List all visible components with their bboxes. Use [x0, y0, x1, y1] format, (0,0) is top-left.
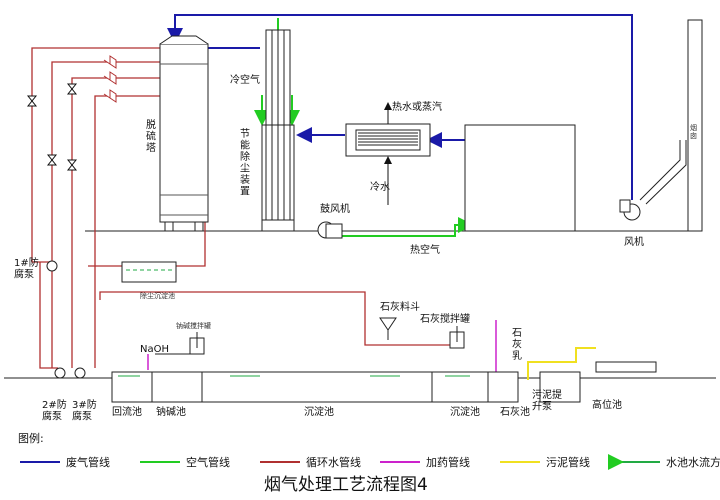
lime-hopper-label: 石灰料斗 [380, 300, 420, 313]
pump-2-label: 2#防腐泵 [42, 398, 67, 423]
flue-gas-lines [167, 14, 633, 200]
energy-unit-label: 节能除尘装置 [240, 128, 250, 198]
legend-label-dosing: 加药管线 [426, 455, 470, 469]
soda-tank [155, 332, 205, 355]
high-pool-label: 高位池 [592, 398, 622, 411]
blower-label: 鼓风机 [320, 202, 350, 215]
tower-label: 脱硫塔 [146, 118, 156, 154]
lime-pool-label: 石灰池 [500, 405, 530, 418]
pump-1-label: 1#防腐泵 [14, 256, 39, 281]
chimney [687, 19, 703, 232]
lime-mixer [449, 326, 465, 349]
fan-label: 风机 [624, 235, 644, 248]
fan [619, 140, 687, 221]
sludge-line [527, 347, 596, 380]
cold-air-label: 冷空气 [230, 73, 260, 86]
circulation-valves [103, 55, 117, 103]
dosing-line [147, 320, 497, 380]
lime-mixer-label: 石灰搅拌罐 [420, 312, 470, 325]
desulfurization-tower [159, 35, 209, 232]
sediment-pool-label: 沉淀池 [304, 405, 334, 418]
naoh-label: NaOH [140, 344, 169, 355]
cold-water-label: 冷水 [370, 180, 390, 193]
tray [121, 261, 177, 283]
legend-label-sludge: 污泥管线 [546, 455, 590, 469]
chimney-label: 烟囱 [690, 123, 697, 140]
diagram-title: 烟气处理工艺流程图4 [264, 475, 428, 495]
legend-label-flue_gas: 废气管线 [66, 455, 110, 469]
pump-3-label: 3#防腐泵 [72, 398, 97, 423]
pump-3 [74, 367, 86, 379]
lime-hopper [379, 317, 397, 340]
blower [317, 221, 343, 239]
return-pool-label: 回流池 [112, 405, 142, 418]
energy-saving-unit [261, 29, 295, 232]
pump-2 [54, 367, 66, 379]
sludge-pump-label: 污泥提升泵 [532, 388, 562, 413]
soda-pool-label: 钠碱池 [156, 405, 186, 418]
legend-label-air: 空气管线 [186, 455, 230, 469]
tray-label: 除尘沉淀池 [140, 291, 175, 300]
boiler-box [464, 124, 576, 232]
hot-water-steam-label: 热水或蒸汽 [392, 100, 442, 113]
circulation-lines [31, 47, 455, 369]
pools [111, 361, 657, 403]
sediment-pool-2-label: 沉淀池 [450, 405, 480, 418]
pump-1 [46, 260, 58, 272]
soda-tank-label: 钠碱搅拌罐 [176, 321, 211, 330]
black-valves [26, 83, 78, 171]
hot-air-label: 热空气 [410, 243, 440, 256]
lime-milk-label: 石灰乳 [512, 328, 522, 362]
heat-exchanger [345, 102, 431, 205]
legend-label-flow_dir: 水池水流方向 [666, 455, 720, 469]
legend-title: 图例: [18, 431, 44, 445]
legend-label-circulation: 循环水管线 [306, 455, 361, 469]
legend: 废气管线 空气管线 循环水管线 加药管线 污泥管线 水池水流方向 [20, 454, 720, 470]
